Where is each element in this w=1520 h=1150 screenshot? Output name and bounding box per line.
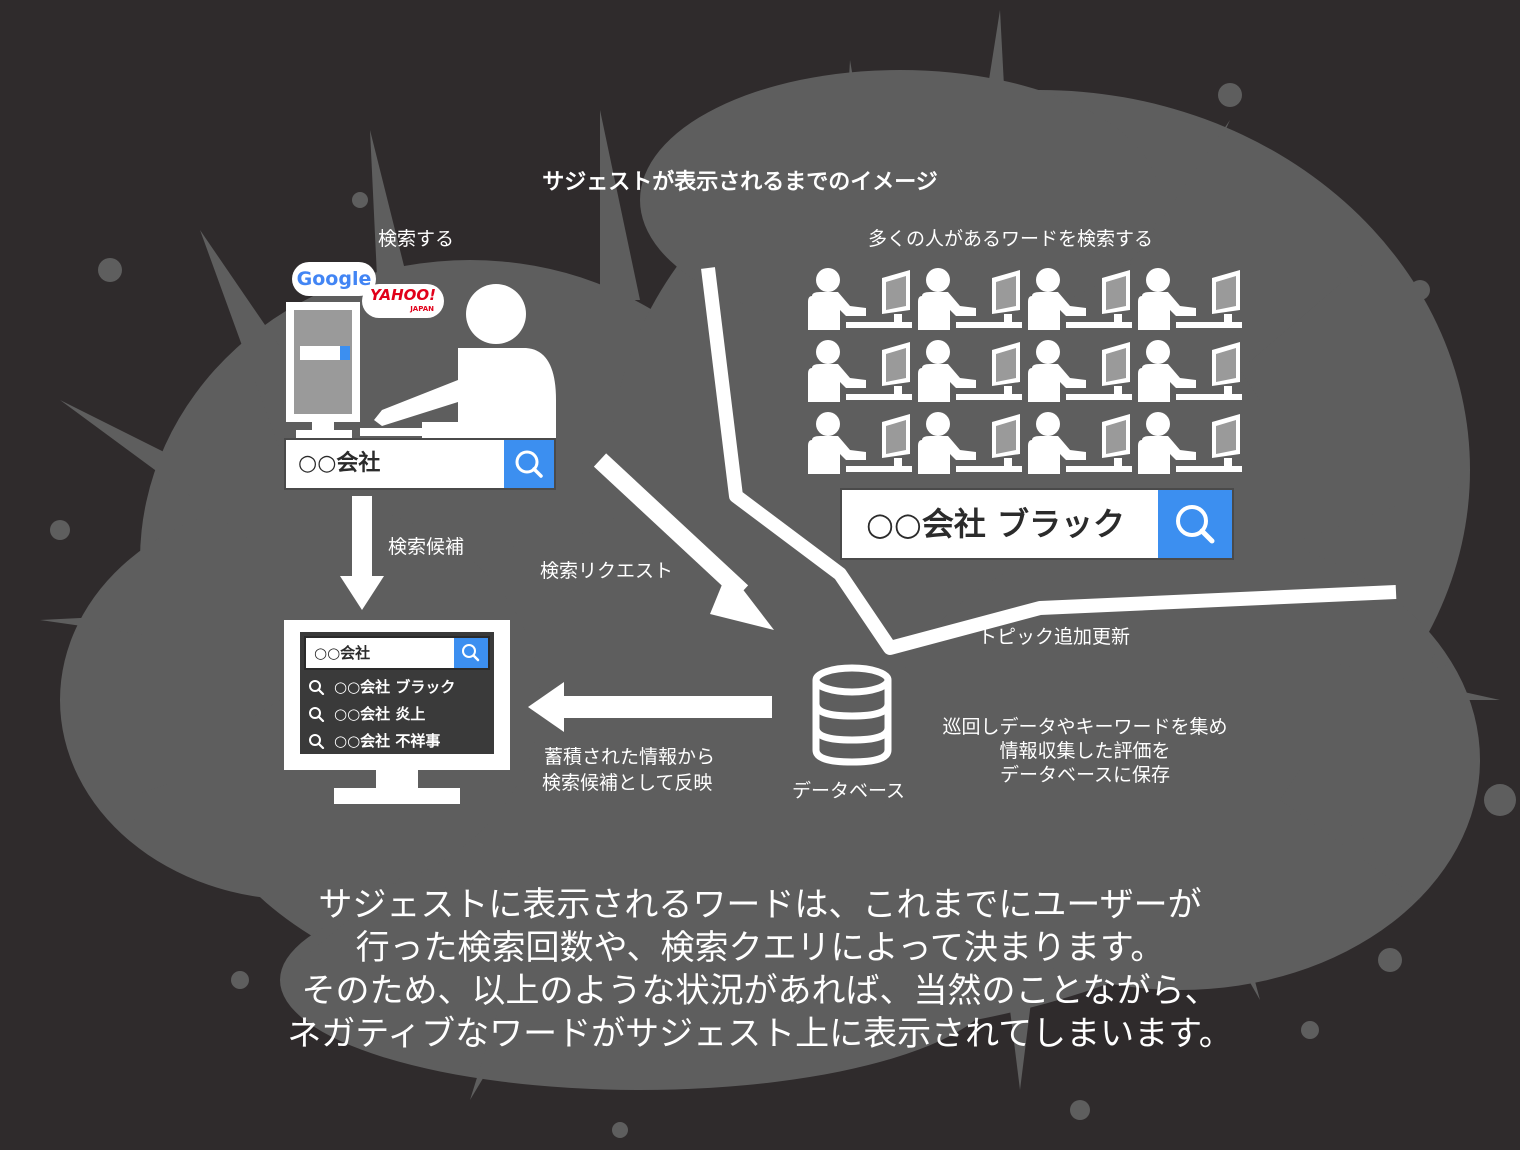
search-icon (1176, 505, 1215, 544)
database-icon (812, 664, 892, 766)
paragraph-line2: 行った検索回数や、検索クエリによって決まります。 (355, 928, 1165, 968)
topic-update-label: トピック追加更新 (978, 626, 1131, 648)
left-search-query: ○○会社 (298, 451, 381, 476)
result-search-button[interactable] (454, 638, 488, 668)
result-search-query: ○○会社 (314, 644, 371, 662)
database-desc-line3: データベースに保存 (999, 764, 1171, 786)
crowd-search-query: ○○会社 ブラック (866, 505, 1125, 543)
yahoo-bubble: YAHOO! JAPAN (362, 284, 444, 318)
down-arrow-head (340, 576, 384, 610)
search-label: 検索する (378, 228, 455, 250)
google-logo: Google (296, 268, 372, 290)
result-screen: ○○会社 ○○会社 ブラック ○○会社 炎上 ○○会社 不祥事 (300, 632, 494, 754)
reflect-label-line2: 検索候補として反映 (542, 772, 713, 794)
yahoo-japan-text: JAPAN (410, 305, 434, 313)
request-arrow-head (710, 570, 774, 630)
yahoo-logo: YAHOO! (370, 286, 436, 304)
crowd-search-button[interactable] (1158, 490, 1232, 558)
crowd-person-icon (1028, 268, 1132, 330)
crowd-person-icon (1028, 340, 1132, 402)
search-icon (515, 450, 543, 478)
result-search-box[interactable]: ○○会社 (304, 636, 490, 670)
crowd-grid (808, 268, 1242, 474)
reflect-arrow-head (528, 682, 564, 732)
paragraph-line3: そのため、以上のような状況があれば、当然のことながら、 (301, 971, 1219, 1011)
paragraph-line4: ネガティブなワードがサジェスト上に表示されてしまいます。 (287, 1014, 1233, 1054)
reflect-arrow-shaft (560, 696, 772, 718)
crowd-person-icon (918, 340, 1022, 402)
crowd-search-box[interactable]: ○○会社 ブラック (840, 488, 1234, 560)
down-arrow-shaft (352, 496, 372, 578)
search-icon (309, 680, 325, 696)
crowd-person-icon (808, 340, 912, 402)
left-search-button[interactable] (504, 440, 554, 488)
crowd-person-icon (808, 412, 912, 474)
search-icon (309, 734, 325, 750)
crowd-person-icon (1138, 412, 1242, 474)
suggestion-item[interactable]: ○○会社 炎上 (308, 703, 425, 724)
request-arrow-shaft (593, 453, 749, 599)
database-label: データベース (792, 780, 906, 802)
diagram-title: サジェストが表示されるまでのイメージ (542, 170, 938, 195)
google-bubble: Google (292, 262, 376, 296)
database-desc-line1: 巡回しデータやキーワードを集め (942, 716, 1228, 738)
crowd-label: 多くの人があるワードを検索する (868, 228, 1154, 250)
crowd-person-icon (1138, 268, 1242, 330)
suggestion-text: ○○会社 炎上 (334, 705, 426, 723)
search-icon (462, 644, 480, 662)
result-monitor: ○○会社 ○○会社 ブラック ○○会社 炎上 ○○会社 不祥事 (284, 620, 510, 804)
suggestion-text: ○○会社 ブラック (334, 678, 456, 696)
suggestion-item[interactable]: ○○会社 不祥事 (308, 730, 440, 751)
paragraph-line1: サジェストに表示されるワードは、これまでにユーザーが (318, 885, 1202, 925)
monitor-stand-base (334, 788, 460, 804)
monitor-stand-neck (376, 770, 418, 790)
search-icon (309, 707, 325, 723)
crowd-person-icon (1138, 340, 1242, 402)
left-search-box[interactable]: ○○会社 (284, 438, 556, 490)
candidates-label: 検索候補 (388, 536, 465, 558)
request-label: 検索リクエスト (540, 560, 674, 582)
crowd-person-icon (1028, 412, 1132, 474)
crowd-person-icon (808, 268, 912, 330)
crowd-person-icon (918, 412, 1022, 474)
suggestion-text: ○○会社 不祥事 (334, 732, 441, 750)
reflect-label-line1: 蓄積された情報から (544, 746, 716, 768)
crowd-person-icon (918, 268, 1022, 330)
database-desc-line2: 情報収集した評価を (999, 740, 1171, 762)
person-at-computer-icon (286, 284, 556, 440)
suggestion-item[interactable]: ○○会社 ブラック (308, 676, 455, 697)
explanation-paragraph: サジェストに表示されるワードは、これまでにユーザーが 行った検索回数や、検索クエ… (200, 884, 1320, 1056)
topic-update-line (701, 267, 1397, 655)
